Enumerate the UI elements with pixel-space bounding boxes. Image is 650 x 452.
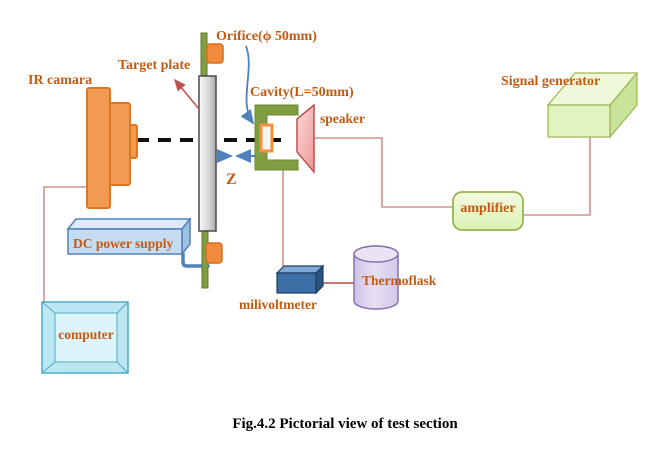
orifice-pointer-arrow [240, 45, 255, 125]
ir-camera-label: IR camara [28, 73, 92, 88]
thermoflask-shape [353, 245, 399, 310]
orifice-label: Orifice(ϕ 50mm) [216, 29, 317, 44]
thermoflask-label: Thermoflask [362, 273, 437, 288]
computer-label: computer [58, 327, 113, 342]
signal-generator-shape [546, 71, 639, 139]
millivoltmeter-shape [275, 264, 325, 295]
amplifier-label: amplifier [460, 201, 515, 216]
speaker-label: speaker [320, 111, 365, 126]
wire-signal-generator-to-amplifier [523, 137, 591, 216]
speaker-shape [296, 103, 315, 175]
computer-shape [41, 301, 129, 374]
plate-knob-top [206, 43, 224, 64]
plate-knob-bottom [205, 242, 223, 264]
target-plate-shape [198, 75, 217, 232]
target-plate-label: Target plate [118, 58, 190, 73]
wire-camera-to-computer [43, 186, 88, 302]
ir-camera-shape [86, 87, 138, 209]
figure-caption: Fig.4.2 Pictorial view of test section [232, 416, 458, 432]
dc-power-supply-label: DC power supply [73, 236, 174, 251]
dc-power-supply-shape [66, 216, 192, 257]
plate-rod-top [200, 32, 208, 79]
orifice-shape [259, 123, 274, 153]
target-plate-pointer-arrow [174, 78, 200, 110]
millivoltmeter-label: milivoltmeter [239, 297, 317, 312]
amplifier-shape [452, 191, 524, 231]
cavity-label: Cavity(L=50mm) [250, 85, 354, 100]
wire-speaker-to-amplifier [314, 137, 453, 208]
cavity-shape [254, 104, 299, 171]
signal-generator-label: Signal generator [501, 74, 600, 89]
z-axis-label: Z [226, 171, 237, 188]
